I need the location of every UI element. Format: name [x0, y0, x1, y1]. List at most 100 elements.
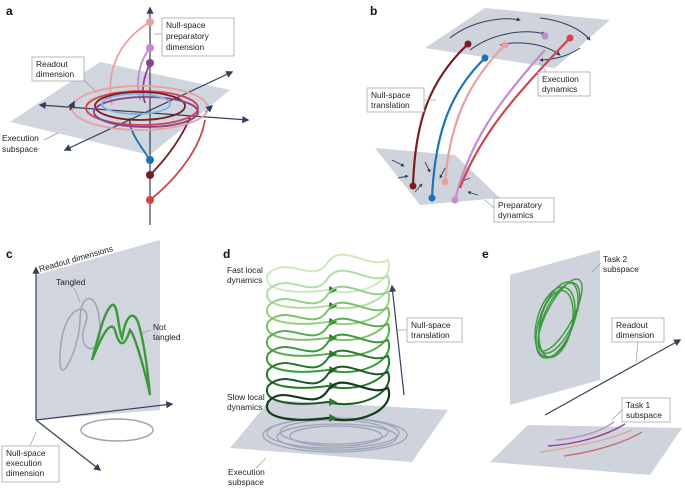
dynamics-loop	[265, 317, 391, 358]
dot-pink-top	[501, 41, 509, 49]
dot-blue	[428, 194, 436, 202]
null-execution-label: Null-space execution dimension	[6, 448, 48, 478]
task1-label: Task 1 subspace	[626, 400, 662, 420]
panel-e-letter: e	[482, 247, 489, 261]
panel-e: e Task 2 subspace Readout dimension	[482, 247, 682, 475]
flow-arrow	[397, 174, 409, 179]
loop-darkred	[94, 91, 186, 121]
panel-a: a Null-space prep	[2, 4, 250, 225]
panel-d: d Fast local dynamics Slow local dynamic…	[223, 247, 463, 487]
not-tangled-label: Not tangled	[153, 322, 181, 342]
dot-red	[146, 196, 154, 204]
panel-b-letter: b	[370, 4, 377, 18]
task1-label-box	[621, 397, 671, 423]
task2-label: Task 2 subspace	[603, 254, 639, 274]
null-translation-label: Null-space translation	[371, 90, 413, 110]
null-execution-label-box	[1, 445, 60, 483]
translation-lightpurple	[453, 49, 546, 201]
translation-blue	[430, 57, 486, 199]
preparatory-dynamics-label: Preparatory dynamics	[498, 200, 544, 220]
loop-arrow-right	[204, 105, 214, 113]
execution-label: Execution subspace	[2, 133, 41, 154]
flow-arrow	[449, 17, 521, 39]
null-space-label-box	[161, 17, 235, 57]
dynamics-loop	[265, 253, 391, 294]
flow-arrow	[414, 183, 423, 193]
readout-label: Readout dimension	[36, 59, 75, 79]
trajectory-lightpurple-vertical	[137, 47, 151, 101]
loop-arrow-left	[68, 100, 75, 111]
execution-subspace-plane	[230, 400, 448, 462]
dot-purple	[146, 59, 154, 67]
null-translation-label-box	[366, 87, 425, 113]
slow-dynamics-label: Slow local dynamics	[227, 392, 267, 412]
flow-arrow	[424, 161, 431, 173]
task1-curve-pink	[539, 429, 633, 453]
loop-red	[85, 90, 199, 126]
dot-red-top	[566, 34, 574, 42]
flow-arrow	[469, 31, 546, 51]
null-translation-arrow	[389, 284, 405, 396]
readout-label: Readout dimension	[616, 320, 655, 340]
flow-arrow	[391, 159, 405, 167]
readout-arrow	[544, 339, 682, 416]
execution-label: Execution subspace	[228, 467, 267, 487]
dot-darkred-top	[464, 40, 472, 48]
dot-lightpurple	[451, 196, 459, 204]
flow-arrow	[539, 47, 581, 62]
translation-red	[458, 37, 571, 189]
panel-a-letter: a	[6, 4, 13, 18]
tangled-label: Tangled	[56, 277, 86, 287]
readout-label-box	[31, 56, 85, 82]
loop-purple	[93, 96, 199, 128]
readout-label-box	[611, 317, 665, 343]
preparatory-dynamics-plane	[375, 148, 500, 205]
task1-curve-purple	[547, 423, 626, 447]
null-space-label: Null-space preparatory dimension	[166, 20, 211, 52]
trajectory-blue-vertical	[128, 117, 151, 161]
panel-b: b N	[366, 4, 610, 223]
translation-darkred	[411, 43, 469, 187]
flow-arrow	[467, 191, 479, 196]
dynamics-stack	[265, 253, 391, 422]
dot-blue-top	[481, 54, 489, 62]
trajectory-red-vertical	[149, 119, 206, 201]
depth-axis	[35, 419, 102, 471]
dynamics-loop	[265, 269, 391, 310]
task1-curve-lightpurple	[555, 421, 615, 441]
horizontal-axis	[38, 101, 250, 124]
null-translation-label-box	[406, 317, 463, 343]
execution-dynamics-label-box	[537, 71, 591, 97]
loop-lightblue	[101, 93, 171, 115]
preparatory-dynamics-label-box	[493, 197, 555, 223]
dynamics-loop	[265, 285, 391, 326]
dot-pink	[441, 178, 449, 186]
fast-dynamics-label: Fast local dynamics	[227, 265, 265, 285]
task1-curve-red	[563, 431, 643, 457]
dot-lightpurple-top	[541, 32, 549, 40]
panel-d-letter: d	[223, 247, 230, 261]
panel-c-letter: c	[6, 247, 13, 261]
dynamics-loop	[265, 365, 391, 406]
dot-lightpurple	[146, 44, 154, 52]
readout-dimensions-plane	[36, 240, 160, 420]
flow-arrow	[439, 167, 446, 179]
task2-subspace-plane	[510, 250, 600, 405]
task1-subspace-plane	[490, 425, 682, 475]
dynamics-loop	[265, 333, 391, 374]
dynamics-loop	[265, 301, 391, 342]
execution-projection-loop	[80, 418, 154, 442]
dot-darkred	[409, 182, 417, 190]
dot-blue	[146, 156, 154, 164]
null-translation-label: Null-space translation	[411, 320, 453, 340]
translation-pink	[443, 44, 506, 183]
not-tangled-trajectory	[90, 303, 152, 396]
horizontal-axis	[35, 401, 174, 421]
panel-c: c Readout dimensions Tangled Not tangled…	[1, 240, 181, 483]
dot-pink	[146, 18, 154, 26]
execution-dynamics-label: Execution dynamics	[542, 74, 581, 94]
task2-trajectory	[534, 278, 583, 359]
dynamics-loop	[265, 381, 391, 422]
dot-darkred	[146, 171, 154, 179]
